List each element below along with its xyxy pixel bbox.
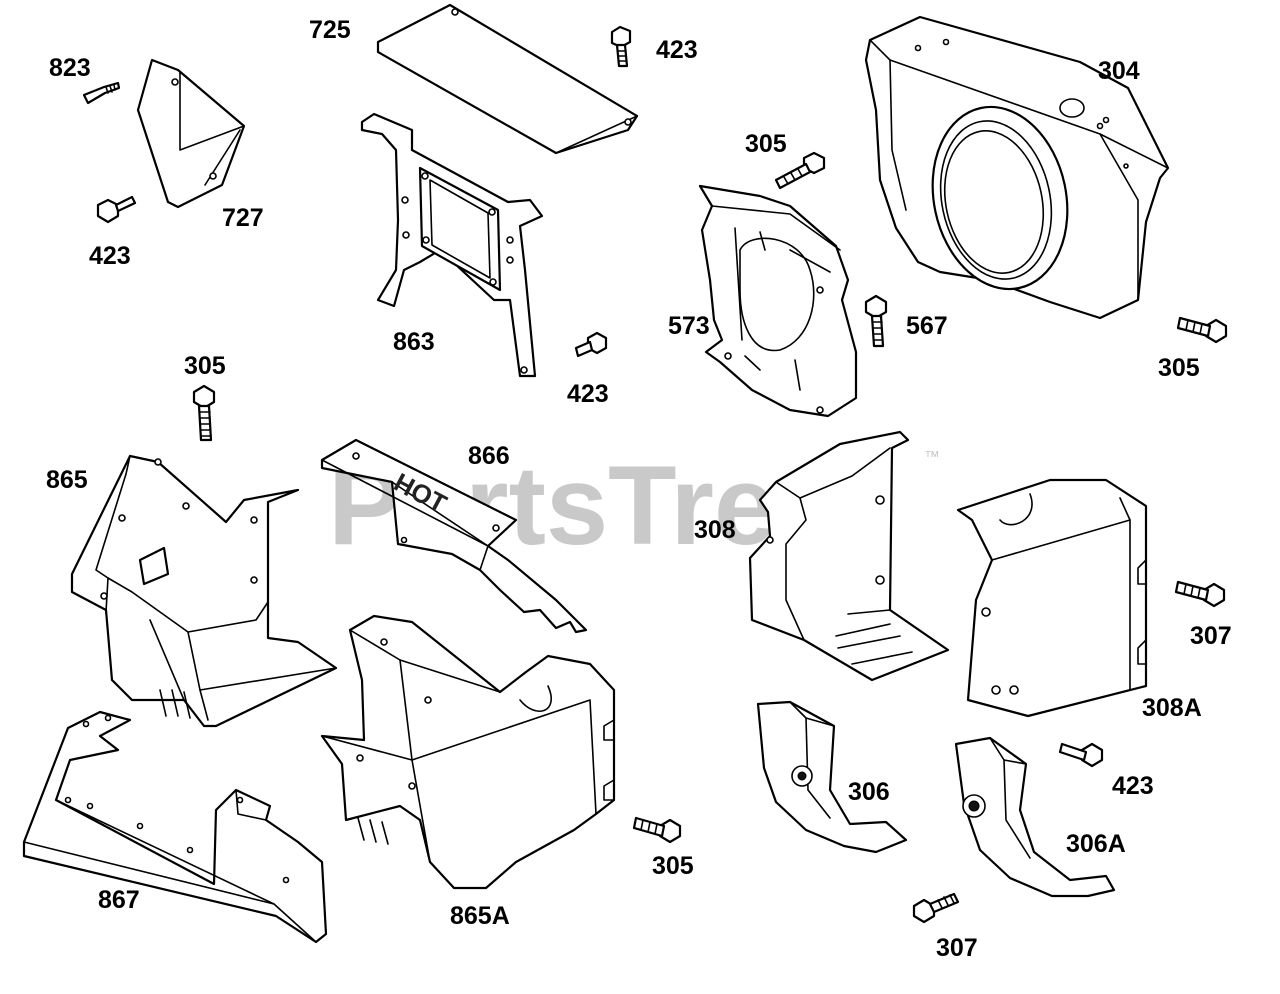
label-306a: 306A bbox=[1066, 830, 1126, 858]
part-304-blower-housing[interactable] bbox=[864, 15, 1170, 320]
bolt-423-center[interactable] bbox=[574, 331, 608, 358]
label-727: 727 bbox=[222, 204, 264, 232]
trademark-symbol: ™ bbox=[924, 449, 940, 466]
label-867: 867 bbox=[98, 886, 140, 914]
bolt-305-bottom[interactable] bbox=[632, 816, 682, 844]
label-306: 306 bbox=[848, 778, 890, 806]
label-866: 866 bbox=[468, 442, 510, 470]
part-573-backplate[interactable] bbox=[698, 184, 858, 418]
part-727-shield[interactable] bbox=[136, 58, 246, 209]
bolt-307-bottom[interactable] bbox=[912, 892, 960, 924]
label-567: 567 bbox=[906, 312, 948, 340]
label-423-top: 423 bbox=[656, 36, 698, 64]
bolt-567[interactable] bbox=[864, 294, 888, 348]
bolt-305-upper[interactable] bbox=[774, 151, 826, 190]
label-307-bottom: 307 bbox=[936, 934, 978, 962]
part-308-cylinder-shield[interactable] bbox=[748, 430, 950, 682]
bolt-307-right[interactable] bbox=[1174, 580, 1226, 608]
label-305-upper: 305 bbox=[745, 130, 787, 158]
bolt-423-left[interactable] bbox=[96, 195, 137, 224]
bolt-423-right[interactable] bbox=[1058, 742, 1104, 768]
label-423-right: 423 bbox=[1112, 772, 1154, 800]
part-867-frame[interactable] bbox=[22, 710, 328, 944]
label-305-bottom: 305 bbox=[652, 852, 694, 880]
label-823: 823 bbox=[49, 54, 91, 82]
bolt-305-left[interactable] bbox=[192, 384, 216, 442]
bolt-823[interactable] bbox=[82, 81, 121, 105]
bolt-423-top[interactable] bbox=[610, 25, 632, 68]
label-305-right: 305 bbox=[1158, 354, 1200, 382]
label-865: 865 bbox=[46, 466, 88, 494]
label-725: 725 bbox=[309, 16, 351, 44]
part-306-cover[interactable] bbox=[756, 700, 908, 854]
part-306a-cover[interactable] bbox=[954, 736, 1116, 898]
part-863-bracket[interactable] bbox=[360, 112, 544, 378]
label-423-left: 423 bbox=[89, 242, 131, 270]
label-865a: 865A bbox=[450, 902, 510, 930]
bolt-305-right[interactable] bbox=[1176, 316, 1228, 344]
label-307-right: 307 bbox=[1190, 622, 1232, 650]
label-863: 863 bbox=[393, 328, 435, 356]
label-573: 573 bbox=[668, 312, 710, 340]
label-308: 308 bbox=[694, 516, 736, 544]
label-304: 304 bbox=[1098, 57, 1140, 85]
label-308a: 308A bbox=[1142, 694, 1202, 722]
label-423-center: 423 bbox=[567, 380, 609, 408]
part-865-shroud[interactable] bbox=[70, 454, 338, 728]
part-725-plate[interactable] bbox=[376, 3, 639, 155]
part-308a-cylinder-shield[interactable] bbox=[956, 478, 1148, 718]
part-865a-shroud[interactable] bbox=[320, 614, 616, 890]
label-305-left: 305 bbox=[184, 352, 226, 380]
